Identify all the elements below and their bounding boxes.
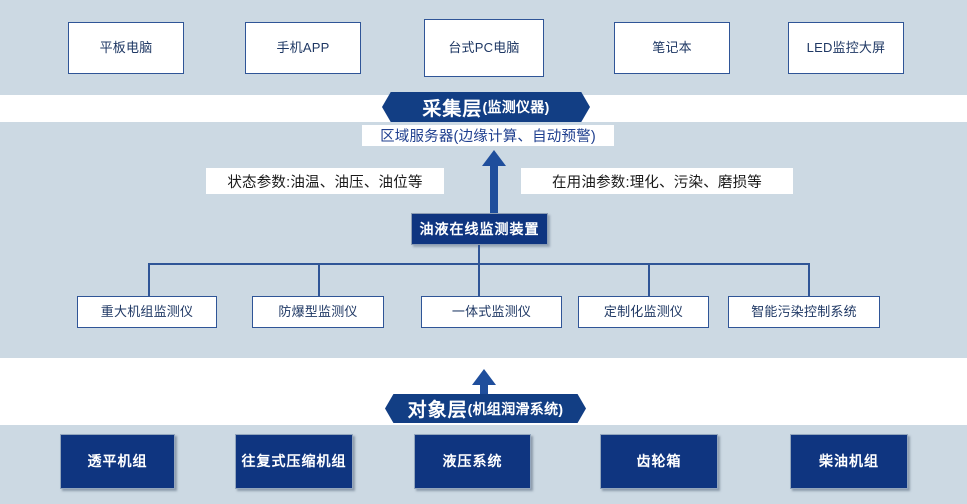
collection-layer-title: 采集层	[422, 98, 483, 120]
object-layer-banner: 对象层 (机组润滑系统)	[385, 394, 586, 423]
arrow-up-icon-object-to-collection	[464, 369, 504, 403]
monitor-label: 一体式监测仪	[451, 303, 532, 319]
parameter-callout-in-service-oil: 在用油参数:理化、污染、磨损等	[521, 168, 793, 194]
asset-label: 往复式压缩机组	[241, 453, 347, 470]
asset-box-gearbox[interactable]: 齿轮箱	[600, 434, 718, 489]
asset-box-turbine-unit[interactable]: 透平机组	[60, 434, 175, 489]
parameter-label: 在用油参数:理化、污染、磨损等	[551, 174, 763, 191]
terminal-box-laptop[interactable]: 笔记本	[614, 22, 730, 74]
terminal-label: LED监控大屏	[806, 39, 886, 55]
connector-stem-3	[478, 263, 480, 296]
device-label: 油液在线监测装置	[419, 220, 540, 237]
collection-layer-banner: 采集层(监测仪器)	[382, 92, 590, 122]
monitor-box-customized[interactable]: 定制化监测仪	[578, 296, 709, 328]
connector-stem-1	[148, 263, 150, 296]
terminal-label: 平板电脑	[99, 39, 153, 55]
monitor-box-integrated[interactable]: 一体式监测仪	[421, 296, 562, 328]
monitor-box-explosion-proof[interactable]: 防爆型监测仪	[252, 296, 384, 328]
asset-label: 柴油机组	[819, 453, 879, 470]
monitor-box-smart-contamination-control[interactable]: 智能污染控制系统	[728, 296, 880, 328]
terminal-label: 手机APP	[276, 39, 330, 55]
terminal-box-led-screen[interactable]: LED监控大屏	[788, 22, 904, 74]
object-layer-title: 对象层	[407, 400, 468, 421]
asset-label: 透平机组	[87, 453, 148, 470]
monitor-box-major-unit[interactable]: 重大机组监测仪	[77, 296, 217, 328]
asset-box-hydraulic-system[interactable]: 液压系统	[414, 434, 531, 489]
region-server-text: 区域服务器(边缘计算、自动预警)	[380, 129, 596, 145]
connector-stem-5	[808, 263, 810, 296]
asset-label: 齿轮箱	[636, 453, 682, 470]
connector-stem-2	[318, 263, 320, 296]
connector-device-stem	[478, 245, 480, 264]
asset-label: 液压系统	[442, 453, 503, 470]
terminal-label: 台式PC电脑	[448, 39, 520, 55]
monitor-label: 定制化监测仪	[603, 303, 684, 319]
connector-stem-4	[648, 263, 650, 296]
parameter-callout-status: 状态参数:油温、油压、油位等	[206, 168, 444, 194]
online-oil-monitoring-device-box[interactable]: 油液在线监测装置	[411, 213, 548, 245]
terminal-box-mobile-app[interactable]: 手机APP	[245, 22, 361, 74]
monitor-label: 重大机组监测仪	[100, 303, 194, 319]
arrow-up-icon-device-to-server	[474, 150, 514, 216]
collection-layer-subtitle: (监测仪器)	[482, 99, 550, 115]
terminal-box-tablet[interactable]: 平板电脑	[68, 22, 184, 74]
parameter-label: 状态参数:油温、油压、油位等	[227, 174, 423, 191]
terminal-label: 笔记本	[652, 39, 692, 55]
object-layer-subtitle: (机组润滑系统)	[467, 400, 564, 417]
asset-box-reciprocating-compressor[interactable]: 往复式压缩机组	[235, 434, 353, 489]
monitor-label: 智能污染控制系统	[751, 303, 857, 319]
monitor-label: 防爆型监测仪	[278, 303, 358, 319]
terminal-box-desktop-pc[interactable]: 台式PC电脑	[424, 19, 544, 77]
asset-box-diesel-unit[interactable]: 柴油机组	[790, 434, 908, 489]
region-server-label: 区域服务器(边缘计算、自动预警)	[362, 125, 614, 146]
